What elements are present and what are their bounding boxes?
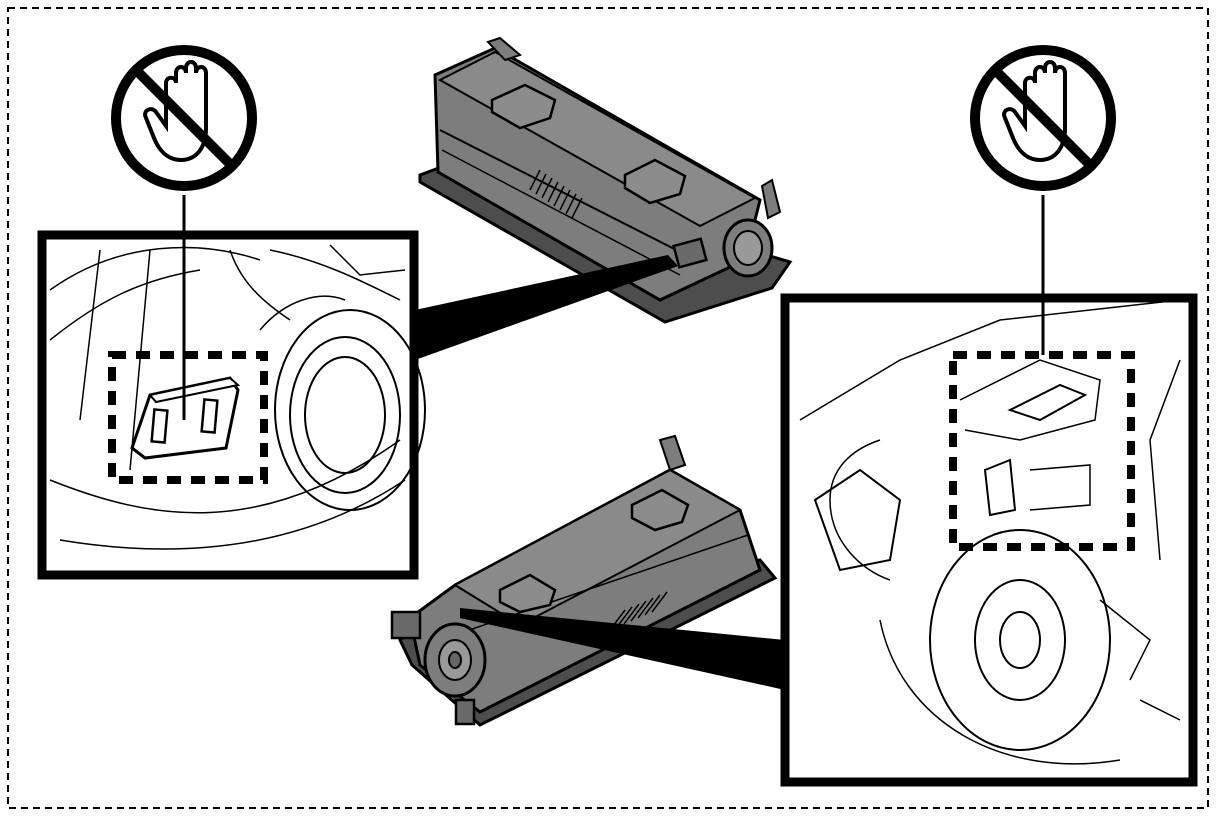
no-touch-hand-icon [970,45,1116,191]
coupling-highlight-box [949,351,1135,551]
chip-highlight-box [108,351,268,484]
toner-cartridge-top-view [418,36,793,324]
left-detail-panel [37,230,426,580]
toner-cartridge-bottom-view [390,434,778,727]
no-touch-hand-icon [111,45,257,191]
right-detail-panel [780,293,1198,787]
dashed-frame [7,7,1209,809]
callout-wedge-left [415,255,678,360]
callout-wedge-right [460,608,785,690]
